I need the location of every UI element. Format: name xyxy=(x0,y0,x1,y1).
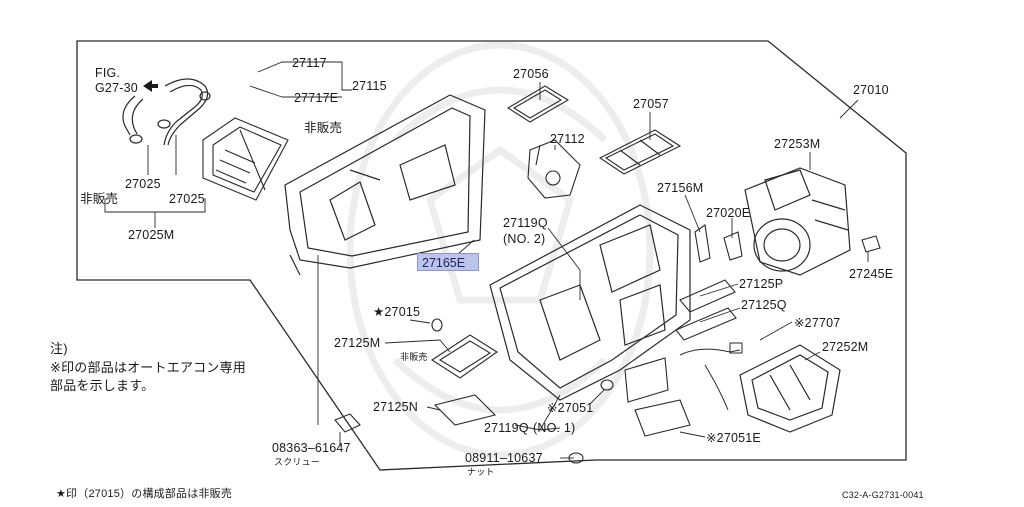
blower-case xyxy=(739,344,841,433)
part-27245e[interactable]: 27245E xyxy=(849,267,894,281)
part-27025m[interactable]: 27025M xyxy=(128,228,175,242)
watermark-seal xyxy=(346,41,654,459)
figure-ref-number[interactable]: G27-30 xyxy=(95,81,138,95)
part-27165e-highlighted[interactable]: 27165E xyxy=(417,253,479,271)
part-27125n[interactable]: 27125N xyxy=(373,400,418,414)
linkage-part xyxy=(527,139,581,199)
screw-label: スクリュー xyxy=(274,457,321,467)
part-27020e[interactable]: 27020E xyxy=(706,206,751,220)
part-27125m[interactable]: 27125M xyxy=(334,336,381,350)
part-27010[interactable]: 27010 xyxy=(853,83,889,97)
part-08363-61647[interactable]: 08363–61647 xyxy=(272,441,351,455)
lower-parts xyxy=(334,318,691,464)
part-27119q-no1-suffix: (NO. 1) xyxy=(533,421,576,435)
part-27025-b[interactable]: 27025 xyxy=(169,192,205,206)
part-27119q-no2-suffix: (NO. 2) xyxy=(503,232,546,246)
heater-pipes xyxy=(122,78,211,146)
wiring-harness xyxy=(679,348,741,411)
evaporator-housing xyxy=(489,204,691,401)
notes-line-1: ※印の部品はオートエアコン専用 xyxy=(50,360,246,375)
fig-arrow-icon xyxy=(143,80,158,92)
leader-lines xyxy=(104,61,869,459)
part-27051[interactable]: ※27051 xyxy=(547,401,594,415)
part-27051e[interactable]: ※27051E xyxy=(706,431,761,445)
part-27156m[interactable]: 27156M xyxy=(657,181,704,195)
part-08911-10637[interactable]: 08911–10637 xyxy=(465,451,543,465)
diagram-code: C32-A-G2731-0041 xyxy=(842,490,924,500)
part-27119q-no1[interactable]: 27119Q xyxy=(484,421,529,435)
part-27707[interactable]: ※27707 xyxy=(794,316,841,330)
nut-label: ナット xyxy=(467,467,495,477)
footnote: ★印（27015）の構成部品は非販売 xyxy=(56,488,233,500)
not-sold-label-b: 非販売 xyxy=(80,192,119,206)
part-27057[interactable]: 27057 xyxy=(633,97,669,111)
connector xyxy=(729,342,743,354)
part-27117[interactable]: 27117 xyxy=(292,56,327,70)
part-27015[interactable]: ★27015 xyxy=(373,305,421,319)
small-parts-right xyxy=(675,224,881,341)
notes-line-2: 部品を示します。 xyxy=(50,378,155,393)
part-27056[interactable]: 27056 xyxy=(513,67,549,81)
figure-ref-label: FIG. xyxy=(95,66,121,80)
part-27125p[interactable]: 27125P xyxy=(739,277,784,291)
not-sold-label-c: 非販売 xyxy=(400,352,428,362)
part-27112[interactable]: 27112 xyxy=(550,132,585,146)
part-27253m[interactable]: 27253M xyxy=(774,137,821,151)
part-27125q[interactable]: 27125Q xyxy=(741,298,787,312)
heater-core xyxy=(202,117,289,201)
part-27115[interactable]: 27115 xyxy=(352,79,387,93)
blower-unit xyxy=(744,167,851,276)
part-27717e[interactable]: 27717E xyxy=(294,91,339,105)
part-27119q-no2[interactable]: 27119Q xyxy=(503,216,548,230)
notes-heading: 注) xyxy=(50,341,68,356)
part-27252m[interactable]: 27252M xyxy=(822,340,869,354)
heater-housing-left xyxy=(284,94,486,276)
frame-outline xyxy=(76,40,907,471)
part-27025-a[interactable]: 27025 xyxy=(125,177,161,191)
not-sold-label-a: 非販売 xyxy=(304,121,343,135)
door-parts-top xyxy=(506,85,682,175)
